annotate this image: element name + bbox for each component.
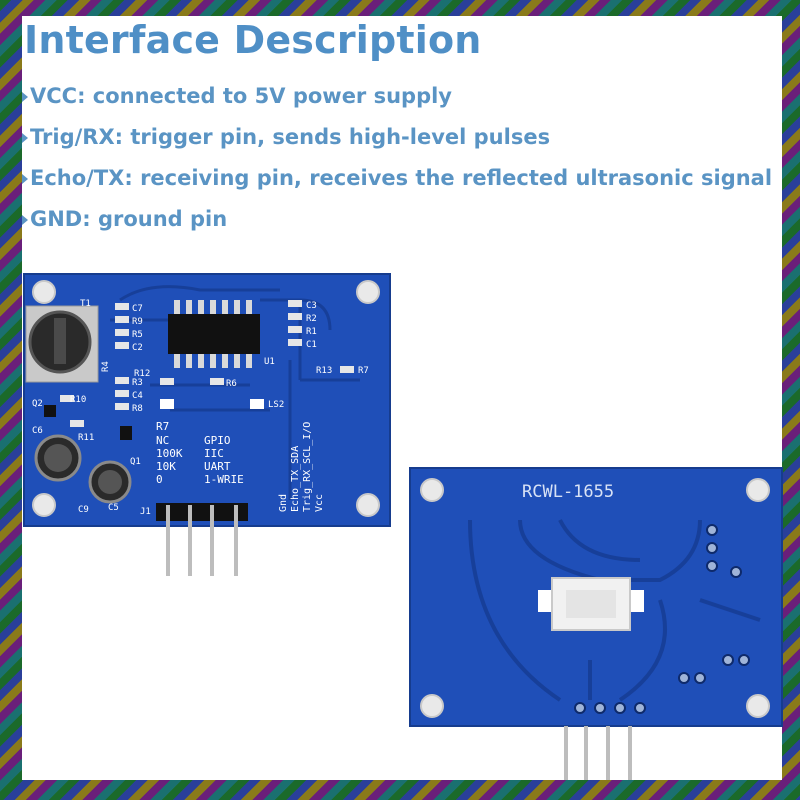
svg-text:R5: R5: [132, 330, 143, 340]
svg-text:Vcc: Vcc: [314, 494, 325, 512]
svg-text:T1: T1: [80, 299, 91, 309]
mounting-hole-icon: [420, 694, 444, 718]
svg-text:J1: J1: [140, 507, 151, 517]
mounting-hole-icon: [420, 478, 444, 502]
svg-text:R8: R8: [132, 404, 143, 414]
svg-text:R1: R1: [306, 327, 317, 337]
mounting-hole-icon: [356, 280, 380, 304]
svg-text:C1: C1: [306, 340, 317, 350]
svg-text:R9: R9: [132, 317, 143, 327]
svg-text:Q2: Q2: [32, 399, 43, 409]
svg-text:R10: R10: [70, 395, 86, 405]
svg-text:R2: R2: [306, 314, 317, 324]
svg-text:Trig_RX_SCL_I/O: Trig_RX_SCL_I/O: [302, 422, 313, 512]
svg-text:C9: C9: [78, 505, 89, 515]
svg-text:U1: U1: [264, 357, 275, 367]
front-pcb-board: T1 C7 R9 R5 C2 C3 R2 R1 C1 U1 R4 R12 R6 …: [23, 273, 391, 576]
bullet-icon: [22, 174, 28, 184]
svg-text:Gnd: Gnd: [278, 494, 289, 512]
svg-text:R6: R6: [226, 379, 237, 389]
svg-text:Echo_TX_SDA: Echo_TX_SDA: [290, 446, 301, 512]
pin-header: [156, 503, 248, 521]
svg-text:0: 0: [156, 473, 163, 486]
svg-text:R13: R13: [316, 366, 332, 376]
svg-text:10K: 10K: [156, 460, 176, 473]
svg-text:GPIO: GPIO: [204, 434, 231, 447]
mounting-hole-icon: [356, 493, 380, 517]
description-text: GND: ground pin: [30, 207, 228, 231]
mounting-hole-icon: [746, 478, 770, 502]
svg-text:LS2: LS2: [268, 400, 284, 410]
description-text: VCC: connected to 5V power supply: [30, 84, 452, 108]
svg-text:100K: 100K: [156, 447, 183, 460]
mounting-hole-icon: [746, 694, 770, 718]
svg-text:C5: C5: [108, 503, 119, 513]
mounting-hole-icon: [32, 493, 56, 517]
svg-text:R12: R12: [134, 369, 150, 379]
mounting-hole-icon: [32, 280, 56, 304]
description-item-gnd: GND: ground pin: [22, 207, 227, 231]
model-label: RCWL-1655: [522, 482, 614, 502]
bullet-icon: [22, 133, 28, 143]
description-item-vcc: VCC: connected to 5V power supply: [22, 84, 452, 108]
page-title: Interface Description: [24, 18, 482, 62]
svg-text:R7: R7: [358, 366, 369, 376]
svg-text:NC: NC: [156, 434, 169, 447]
description-item-echo: Echo/TX: receiving pin, receives the ref…: [22, 166, 772, 190]
svg-text:C6: C6: [32, 426, 43, 436]
svg-text:C3: C3: [306, 301, 317, 311]
svg-text:IIC: IIC: [204, 447, 224, 460]
svg-text:UART: UART: [204, 460, 231, 473]
svg-text:C7: C7: [132, 304, 143, 314]
bullet-icon: [22, 215, 28, 225]
svg-text:R11: R11: [78, 433, 94, 443]
svg-text:C2: C2: [132, 343, 143, 353]
svg-text:R4: R4: [101, 361, 111, 372]
description-text: Trig/RX: trigger pin, sends high-level p…: [30, 125, 551, 149]
bullet-icon: [22, 92, 28, 102]
svg-text:C4: C4: [132, 391, 143, 401]
svg-text:1-WRIE: 1-WRIE: [204, 473, 244, 486]
svg-text:Q1: Q1: [130, 457, 141, 467]
description-text: Echo/TX: receiving pin, receives the ref…: [30, 166, 773, 190]
description-item-trig: Trig/RX: trigger pin, sends high-level p…: [22, 125, 550, 149]
back-pcb-board: RCWL-1655: [409, 467, 783, 780]
ic-chip: [168, 314, 260, 354]
svg-text:R3: R3: [132, 378, 143, 388]
svg-text:R7: R7: [156, 420, 169, 433]
